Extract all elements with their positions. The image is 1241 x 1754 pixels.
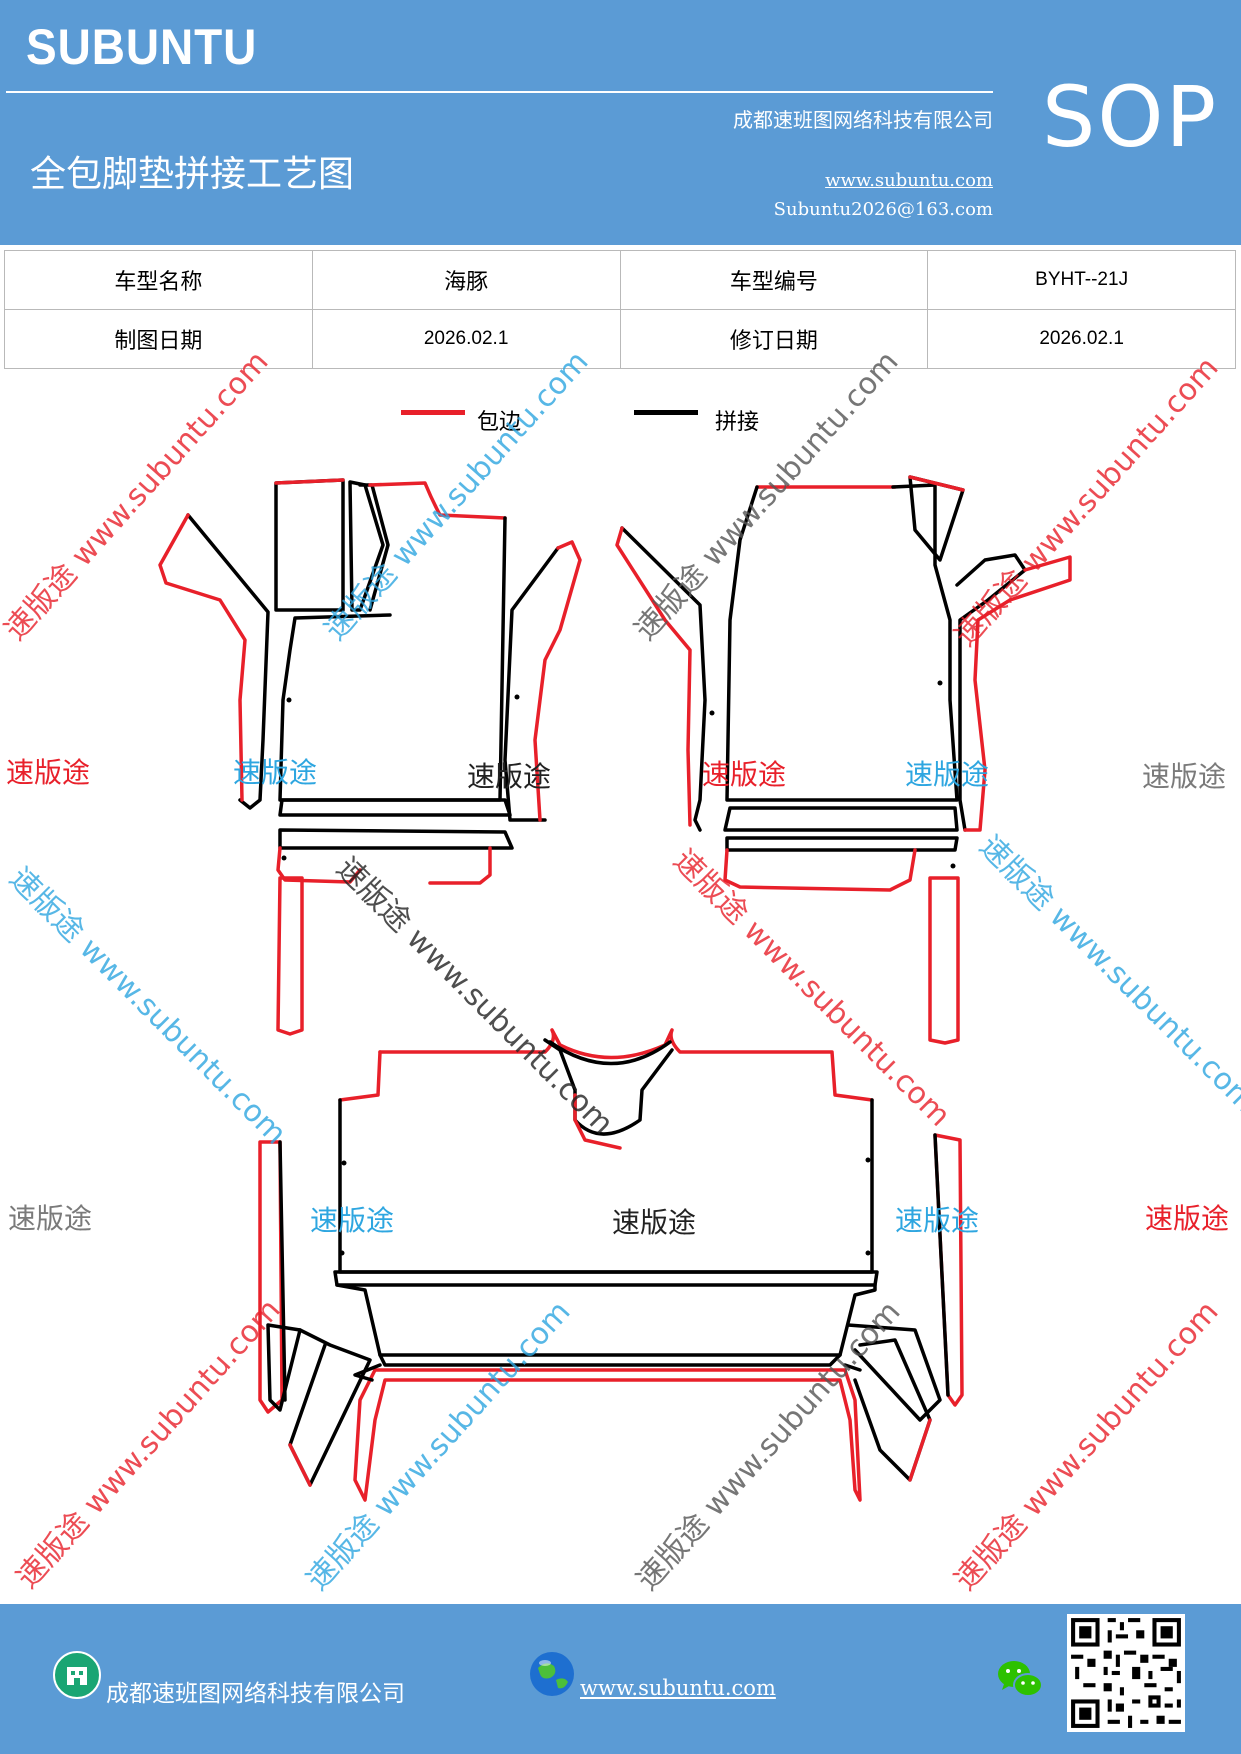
model-name-value: 海豚 [311, 250, 621, 310]
floor-mat-drawing: 速版途 www.subuntu.com 速版途 www.subuntu.com … [0, 344, 1241, 1597]
watermark: 速版途 [1145, 1202, 1229, 1235]
watermark: 速版途 www.subuntu.com [329, 851, 620, 1142]
watermark: 速版途 [1142, 760, 1226, 793]
table-row: 制图日期 2026.02.1 修订日期 2026.02.1 [4, 309, 1236, 369]
model-code-value: BYHT--21J [927, 250, 1236, 310]
qr-code [1067, 1614, 1185, 1732]
watermark: 速版途 [702, 758, 786, 791]
watermark: 速版途 www.subuntu.com [666, 843, 957, 1134]
qr-code-icon [1067, 1614, 1185, 1732]
table-row: 车型名称 海豚 车型编号 BYHT--21J [4, 250, 1236, 310]
revise-date-label: 修订日期 [619, 309, 929, 369]
draw-date-label: 制图日期 [4, 309, 313, 369]
watermark: 速版途 www.subuntu.com [318, 344, 596, 647]
front-left-mat [158, 478, 582, 1036]
sop-badge: SOP [1042, 68, 1219, 166]
building-icon [53, 1651, 101, 1699]
footer-banner: 成都速班图网络科技有限公司 www.subuntu.com [0, 1604, 1241, 1754]
watermark: 速版途 [6, 756, 90, 789]
legend-seam-label: 拼接 [715, 410, 760, 435]
watermark: 速版途 [905, 758, 989, 791]
header-email: Subuntu2026@163.com [773, 199, 993, 220]
legend-seam-swatch [634, 410, 698, 415]
wechat-icon[interactable] [996, 1658, 1044, 1700]
footer-website-link[interactable]: www.subuntu.com [580, 1676, 776, 1700]
legend-edge-swatch [401, 410, 465, 415]
header-website-link[interactable]: www.subuntu.com [825, 170, 993, 191]
watermark: 速版途 www.subuntu.com [300, 1294, 578, 1597]
draw-date-value: 2026.02.1 [311, 309, 621, 369]
watermark: 速版途 www.subuntu.com [10, 1292, 288, 1595]
front-right-mat [615, 475, 1072, 1045]
watermark: 速版途 [895, 1204, 979, 1237]
watermark: 速版途 www.subuntu.com [628, 344, 906, 647]
watermark: 速版途 www.subuntu.com [2, 861, 293, 1152]
watermark: 速版途 www.subuntu.com [0, 344, 276, 647]
model-name-label: 车型名称 [4, 250, 313, 310]
header-banner: SUBUNTU 全包脚垫拼接工艺图 成都速班图网络科技有限公司 www.subu… [0, 0, 1241, 245]
page-title: 全包脚垫拼接工艺图 [30, 154, 355, 195]
legend-edge-label: 包边 [477, 410, 522, 435]
header-company-name: 成都速班图网络科技有限公司 [733, 108, 993, 132]
globe-icon [530, 1652, 574, 1696]
brand-logo: SUBUNTU [26, 19, 258, 75]
watermark: 速版途 [233, 756, 317, 789]
watermark: 速版途 www.subuntu.com [630, 1294, 908, 1597]
vehicle-info-table: 车型名称 海豚 车型编号 BYHT--21J 制图日期 2026.02.1 修订… [4, 250, 1236, 369]
watermark: 速版途 [467, 760, 551, 793]
watermark: 速版途 www.subuntu.com [948, 1294, 1226, 1597]
watermark: 速版途 [8, 1202, 92, 1235]
watermark: 速版途 www.subuntu.com [972, 829, 1241, 1120]
footer-company-name: 成都速班图网络科技有限公司 [106, 1681, 405, 1707]
rear-mat [258, 1028, 964, 1502]
header-divider [6, 91, 993, 93]
watermark: 速版途 www.subuntu.com [948, 350, 1226, 653]
revise-date-value: 2026.02.1 [927, 309, 1236, 369]
watermark: 速版途 [612, 1206, 696, 1239]
model-code-label: 车型编号 [619, 250, 929, 310]
watermark: 速版途 [310, 1204, 394, 1237]
